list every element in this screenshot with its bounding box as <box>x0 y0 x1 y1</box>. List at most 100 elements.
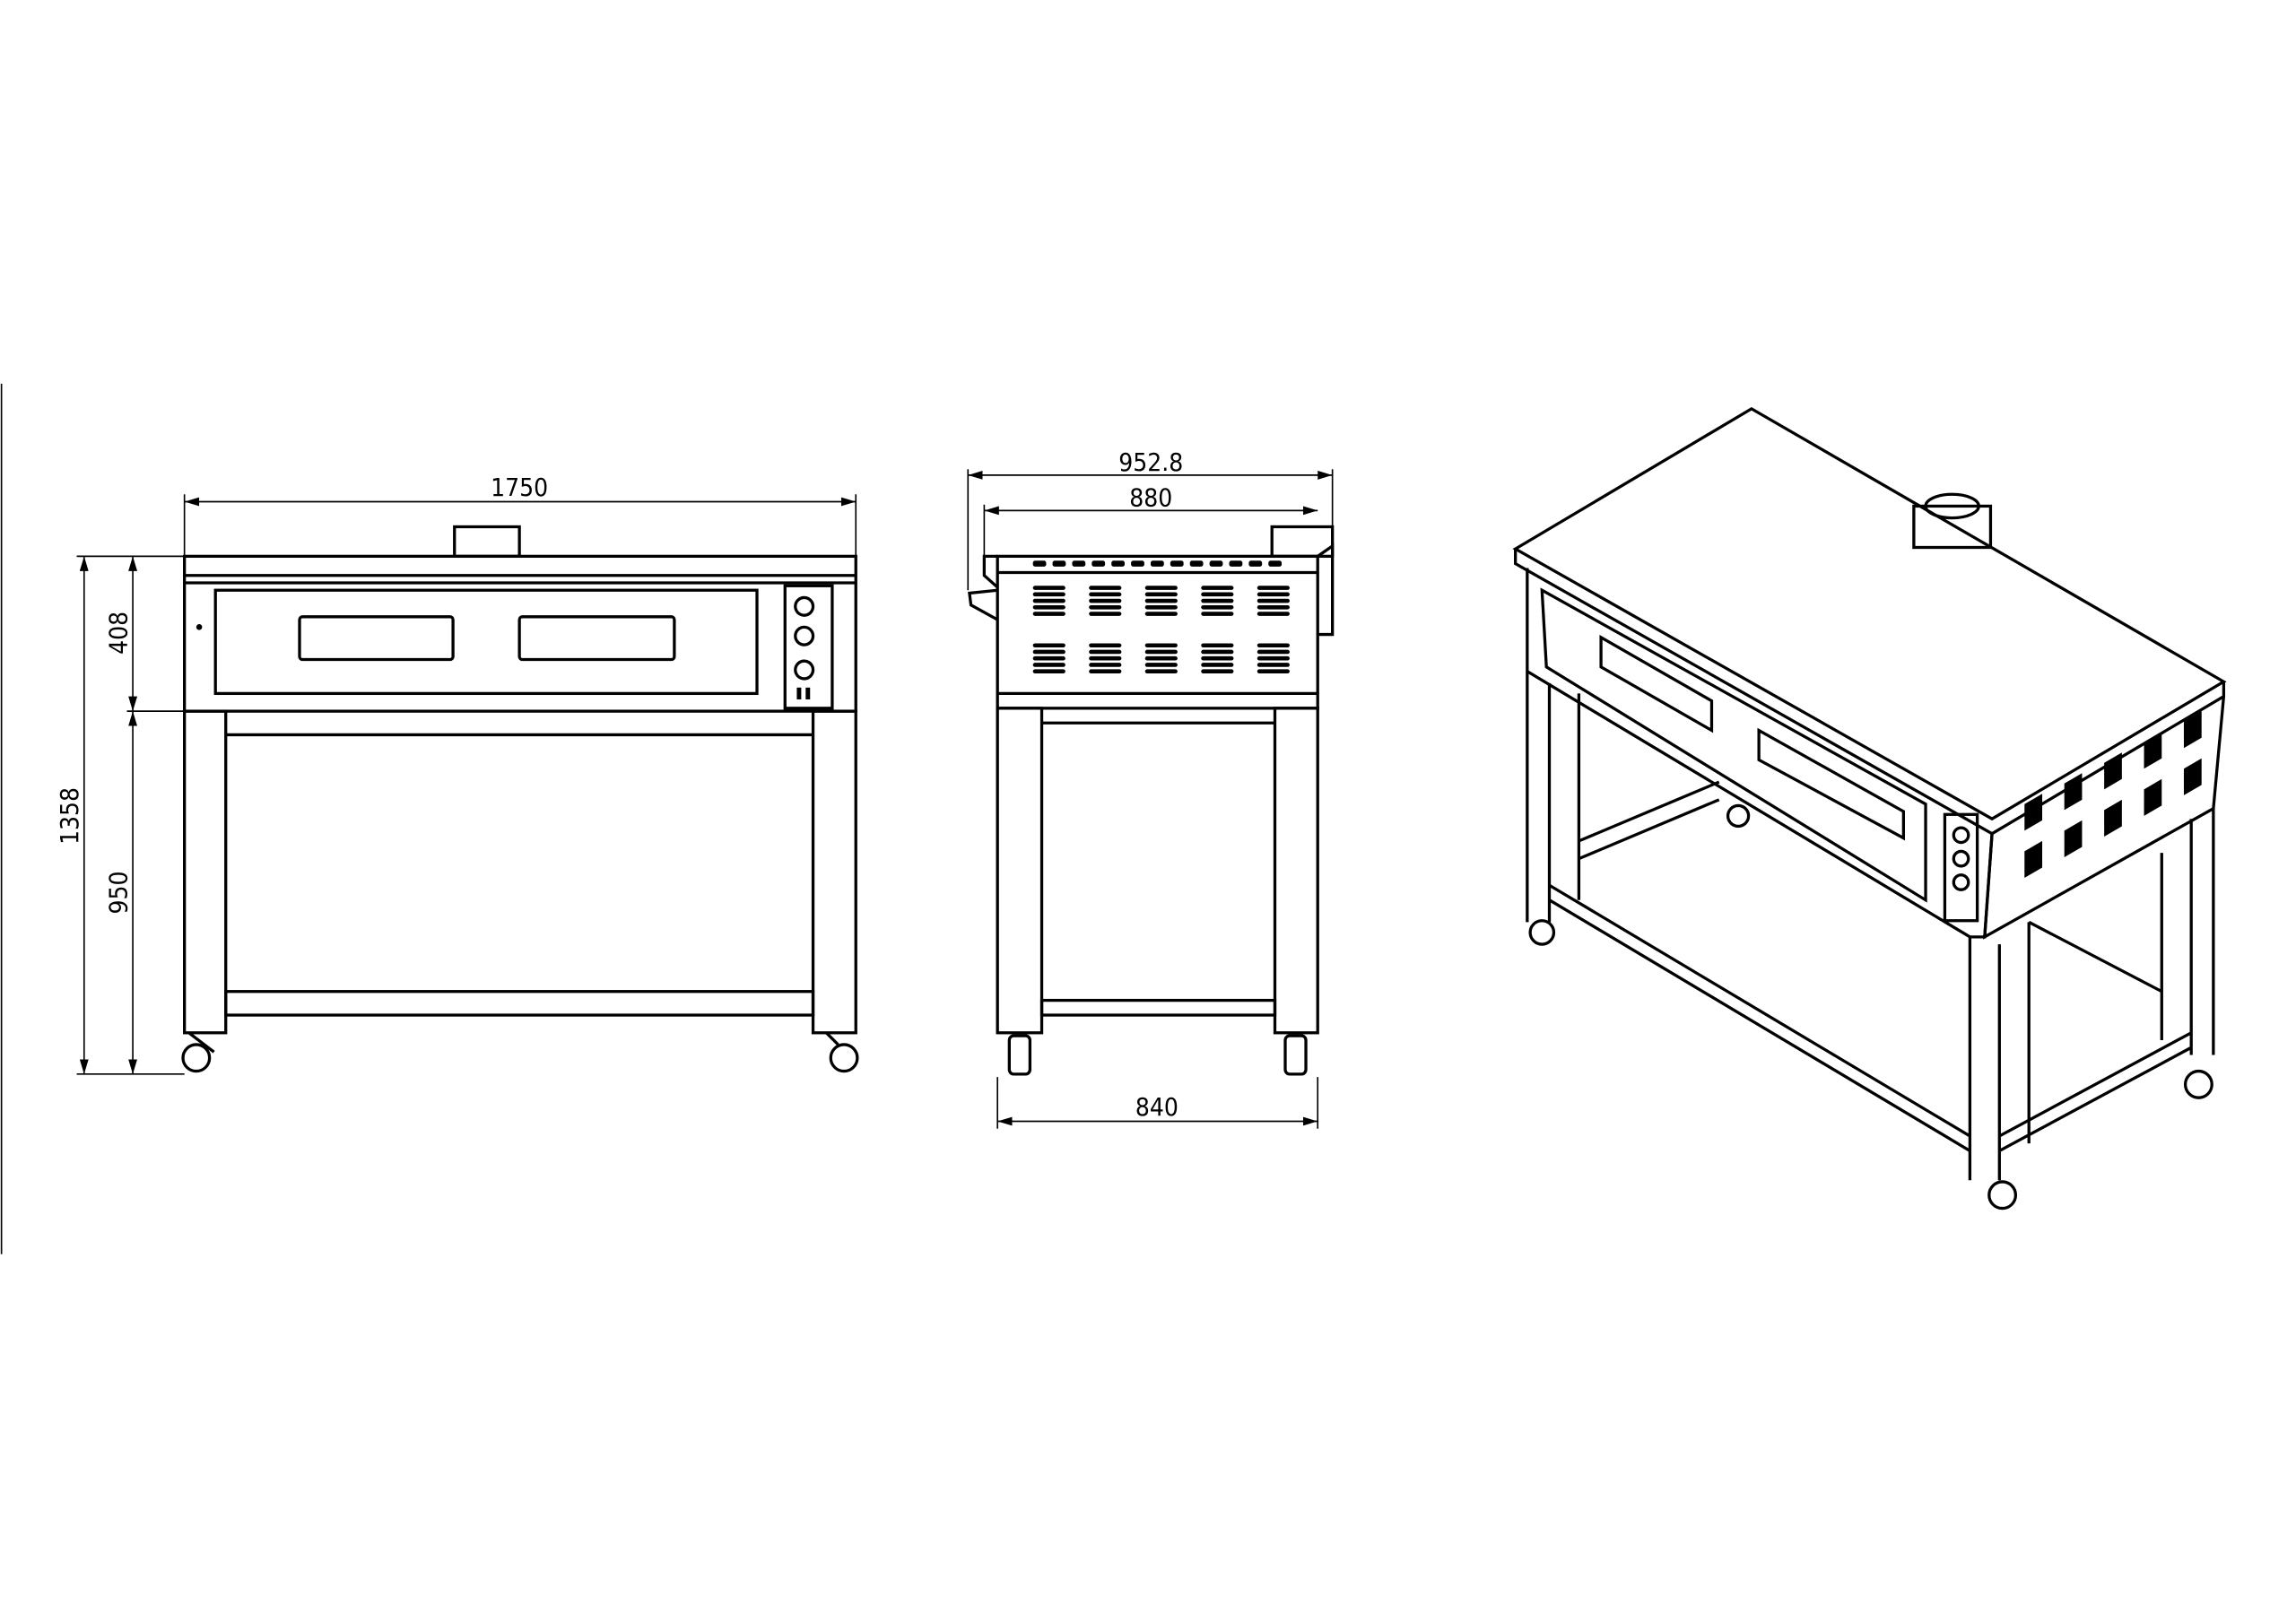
vent-louver <box>1144 649 1178 655</box>
vent-louver <box>1144 586 1178 590</box>
caster-icon <box>1007 1034 1032 1076</box>
vent-louver <box>1144 598 1178 603</box>
isometric-view <box>1512 406 2227 1211</box>
vent-louver <box>1201 655 1234 661</box>
vent-louver <box>1144 655 1178 661</box>
iso-vent-louver <box>2144 778 2162 816</box>
vent-slot <box>1111 560 1126 567</box>
vent-louver <box>1089 669 1122 674</box>
vent-slot <box>1091 560 1106 567</box>
vent-slot <box>1268 560 1283 567</box>
vent-slot <box>1131 560 1144 567</box>
vent-louver <box>1144 643 1178 648</box>
vent-louver <box>1257 592 1290 597</box>
vent-louver <box>1032 612 1065 616</box>
vent-slot <box>1248 560 1263 567</box>
vent-louver <box>1089 663 1122 667</box>
dim-stand-depth-840: 840 <box>1135 1092 1178 1122</box>
vent-louver <box>1032 663 1065 667</box>
vent-louver <box>1201 598 1234 603</box>
vent-slot <box>1209 560 1223 567</box>
vent-louver <box>1201 649 1234 655</box>
iso-vent-louver <box>2144 732 2162 769</box>
iso-vent-louver <box>2064 820 2083 858</box>
caster-icon <box>1987 1180 2018 1211</box>
vent-louver <box>1089 592 1122 597</box>
caster-icon <box>1528 919 1556 946</box>
flue <box>453 525 521 559</box>
vent-slot <box>1150 560 1164 567</box>
vent-louver <box>1201 604 1234 610</box>
iso-vent-louver <box>2064 773 2083 811</box>
iso-control-panel <box>1943 812 1979 923</box>
caster-icon <box>181 1043 212 1073</box>
caster-icon <box>1283 1034 1308 1076</box>
vent-louver <box>1032 598 1065 603</box>
side-body <box>996 554 1319 710</box>
vent-louver <box>1257 604 1290 610</box>
door-window-right <box>517 615 676 662</box>
vent-louver <box>1257 598 1290 603</box>
vent-louver <box>1089 586 1122 590</box>
vent-louver <box>1257 643 1290 648</box>
vent-louver <box>1257 663 1290 667</box>
dim-body-depth-880: 880 <box>1129 482 1172 512</box>
vent-louver <box>1144 669 1178 674</box>
iso-vent-louver <box>2183 711 2202 749</box>
vent-slot <box>1189 560 1204 567</box>
vent-louver <box>1201 643 1234 648</box>
oven-door <box>213 588 759 696</box>
vent-louver <box>1257 612 1290 616</box>
side-leg-front <box>996 707 1044 1035</box>
caster-icon <box>829 1043 859 1073</box>
vent-louver <box>1089 649 1122 655</box>
side-view: 952.8 880 840 <box>967 447 1335 1129</box>
vent-louver <box>1032 649 1065 655</box>
door-window-left <box>298 615 455 662</box>
vent-louver <box>1257 669 1290 674</box>
vent-louver <box>1032 669 1065 674</box>
vent-louver <box>1144 663 1178 667</box>
oven-body <box>183 554 857 713</box>
caster-icon <box>1726 803 1751 829</box>
vent-louver <box>1032 655 1065 661</box>
vent-louver <box>1089 612 1122 616</box>
iso-vent-louver <box>2183 758 2202 795</box>
door-hinge <box>968 554 999 621</box>
iso-flue <box>1912 504 1993 550</box>
vent-louver <box>1201 669 1234 674</box>
iso-vent-louver <box>2024 840 2043 879</box>
vent-louver <box>1144 592 1178 597</box>
thermometer-dial-icon <box>794 595 815 617</box>
iso-door <box>1540 587 1927 903</box>
iso-vent-louver <box>2024 794 2043 831</box>
dim-oven-height-408: 408 <box>103 612 133 655</box>
vent-louver <box>1032 604 1065 610</box>
vent-slot <box>1052 560 1066 567</box>
vent-slot <box>1229 560 1243 567</box>
iso-vent-louver <box>2104 752 2122 790</box>
iso-vent-louver <box>2104 799 2122 837</box>
front-view: 1750 1358 408 950 <box>55 473 859 1075</box>
vent-slot <box>1072 560 1086 567</box>
vent-louver <box>1257 586 1290 590</box>
vent-louver <box>1032 586 1065 590</box>
stand-leg-left <box>183 709 228 1035</box>
vent-louver <box>1144 604 1178 610</box>
iso-stand <box>1526 671 2215 1181</box>
vent-louver <box>1201 592 1234 597</box>
stand-leg-right <box>811 709 857 1035</box>
vent-louver <box>1257 649 1290 655</box>
vent-louver <box>1032 592 1065 597</box>
iso-right-face <box>1982 696 2226 940</box>
vent-slot <box>1032 560 1047 567</box>
vent-louver <box>1089 604 1122 610</box>
vent-louver <box>1201 663 1234 667</box>
bottom-rail <box>224 990 815 1017</box>
control-knob-icon <box>794 625 815 647</box>
vent-louver <box>1032 643 1065 648</box>
vent-louver <box>1089 643 1122 648</box>
dim-overall-depth-952-8: 952.8 <box>1118 447 1183 477</box>
side-flue <box>1270 525 1335 559</box>
